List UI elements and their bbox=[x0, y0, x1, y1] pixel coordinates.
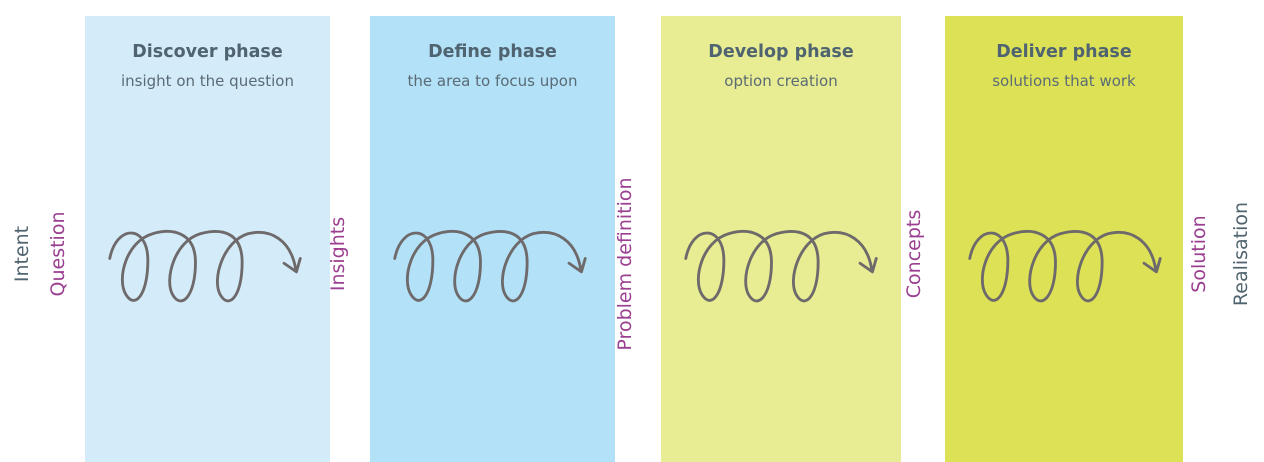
phase-subtitle: option creation bbox=[724, 72, 838, 90]
phase-subtitle: insight on the question bbox=[121, 72, 294, 90]
phase-title: Deliver phase bbox=[996, 42, 1132, 62]
spiral-arrow-icon bbox=[968, 230, 1162, 303]
label-intent: Intent bbox=[11, 225, 33, 283]
spiral-arrow-icon bbox=[393, 230, 587, 303]
phase-title: Develop phase bbox=[708, 42, 854, 62]
label-question: Question bbox=[47, 211, 69, 297]
label-realisation: Realisation bbox=[1230, 201, 1252, 307]
phase-discover: Discover phase insight on the question bbox=[85, 16, 330, 462]
phase-develop: Develop phase option creation bbox=[661, 16, 901, 462]
phase-deliver: Deliver phase solutions that work bbox=[945, 16, 1183, 462]
label-problem-definition: Problem definition bbox=[614, 177, 636, 351]
label-solution: Solution bbox=[1188, 215, 1210, 293]
phase-subtitle: solutions that work bbox=[992, 72, 1136, 90]
label-insights: Insights bbox=[327, 216, 349, 292]
phase-subtitle: the area to focus upon bbox=[407, 72, 578, 90]
phase-title: Discover phase bbox=[132, 42, 283, 62]
phase-define: Define phase the area to focus upon bbox=[370, 16, 615, 462]
spiral-arrow-icon bbox=[108, 230, 302, 303]
phase-title: Define phase bbox=[428, 42, 557, 62]
spiral-arrow-icon bbox=[684, 230, 878, 303]
label-concepts: Concepts bbox=[903, 209, 925, 299]
